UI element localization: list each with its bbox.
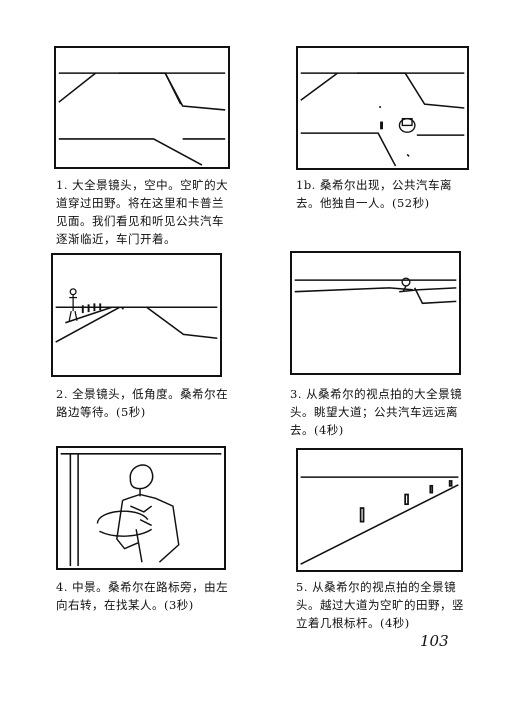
storyboard-frame-3 xyxy=(290,251,461,375)
frame-1-drawing xyxy=(58,72,226,166)
frame-1b-caption: 1b. 桑希尔出现，公共汽车离去。他独自一人。(52秒) xyxy=(296,178,452,210)
frame-1-caption: 1. 大全景镜头，空中。空旷的大道穿过田野。将在这里和卡普兰见面。我们看见和听见… xyxy=(56,178,229,246)
bus-icon xyxy=(398,117,416,133)
storyboard-frame-5 xyxy=(296,448,463,572)
frame-5-caption: 5. 从桑希尔的视点拍的全景镜头。越过大道为空旷的田野，竖立着几根标杆。(4秒) xyxy=(296,580,464,630)
frame-2-drawing xyxy=(55,288,218,343)
storyboard-frame-1 xyxy=(54,46,230,169)
frame-5-drawing xyxy=(300,476,459,565)
person-icon xyxy=(96,464,180,563)
field-markers xyxy=(359,480,453,523)
frame-4-caption: 4. 中景。桑希尔在路标旁，由左向右转，在找某人。(3秒) xyxy=(56,580,229,612)
storyboard-frame-2 xyxy=(51,253,222,377)
frame-1b-drawing xyxy=(300,72,465,167)
frame-3-drawing xyxy=(294,277,457,305)
bus-icon xyxy=(401,277,411,293)
storyboard-frame-1b xyxy=(296,46,469,170)
person-icon xyxy=(68,288,78,321)
person-icon xyxy=(380,121,383,130)
page-number: 103 xyxy=(420,632,449,650)
fence-posts xyxy=(81,303,102,314)
frame-3-caption: 3. 从桑希尔的视点拍的大全景镜头。眺望大道；公共汽车远远离去。(4秒) xyxy=(290,387,463,437)
storyboard-frame-4 xyxy=(56,446,226,570)
frame-2-caption: 2. 全景镜头，低角度。桑希尔在路边等待。(5秒) xyxy=(56,387,229,419)
frame-4-drawing xyxy=(60,453,222,567)
